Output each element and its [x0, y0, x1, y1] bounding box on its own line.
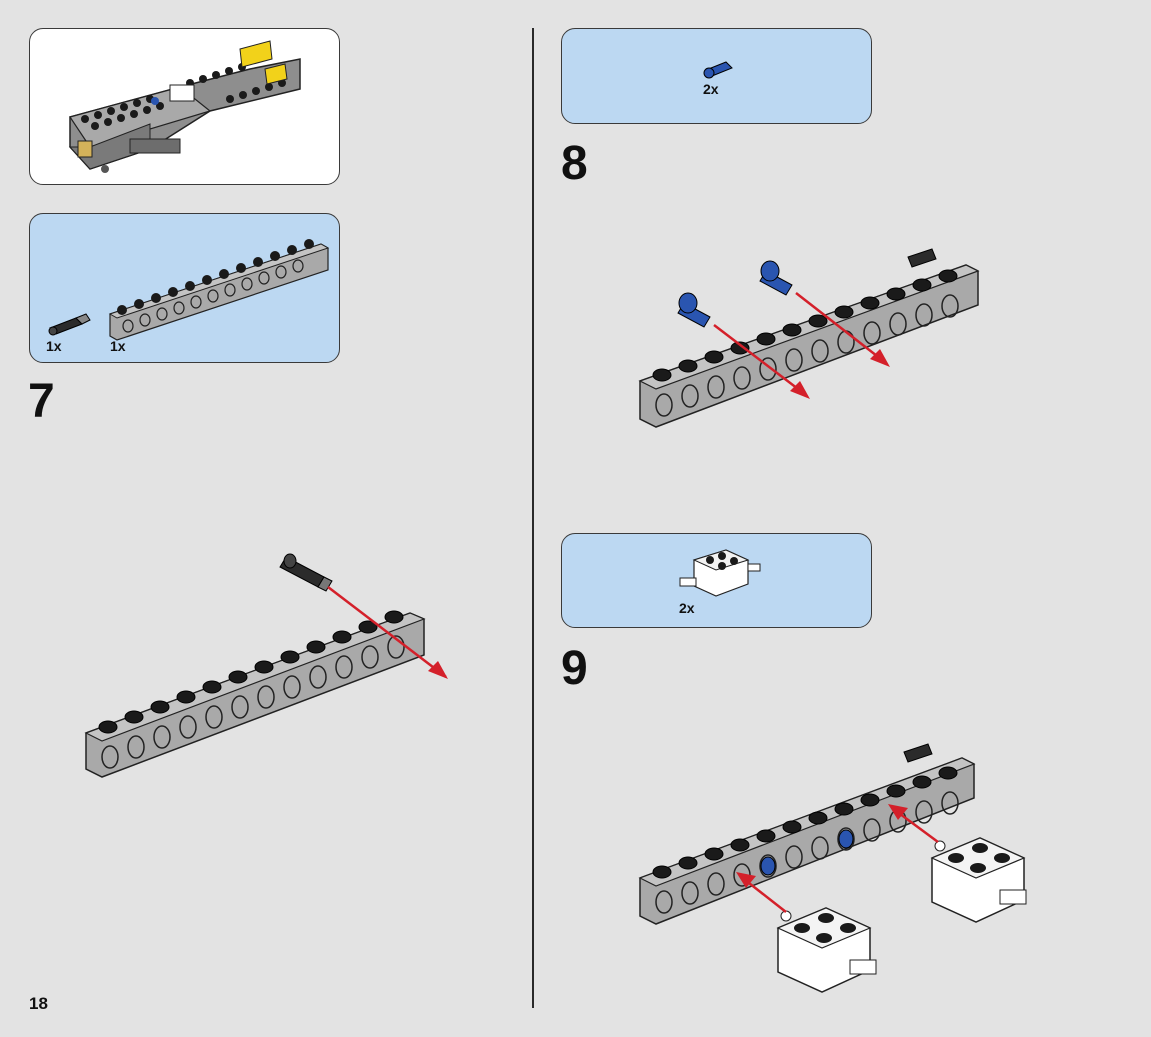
- column-divider: [532, 28, 534, 1008]
- axle-pin-part: [279, 553, 333, 592]
- technic-beam-icon: [108, 239, 330, 341]
- assembled-chassis-image: [68, 40, 301, 173]
- step-7-illustration: [84, 553, 448, 778]
- white-brick-with-pin-icon: [679, 549, 761, 597]
- part-qty-step-7-2: 1x: [110, 338, 126, 354]
- part-qty-step-7-1: 1x: [46, 338, 62, 354]
- step-9-illustration: [638, 743, 1027, 993]
- blue-pin-part-2: [759, 260, 793, 296]
- white-brick-part-2: [930, 837, 1027, 923]
- blue-pin-icon: [703, 61, 733, 79]
- parts-panel-step-7: 1x 1x: [29, 213, 340, 363]
- parts-panel-step-8: 2x: [561, 28, 872, 124]
- blue-pin-part-1: [677, 292, 711, 328]
- part-qty-step-8-1: 2x: [703, 81, 719, 97]
- result-panel: [29, 28, 340, 185]
- step-8-illustration: [638, 248, 980, 428]
- step-number-9: 9: [561, 642, 588, 695]
- axle-pin-icon: [48, 313, 91, 336]
- part-qty-step-9-1: 2x: [679, 600, 695, 616]
- parts-panel-step-9: 2x: [561, 533, 872, 628]
- step-number-7: 7: [28, 375, 55, 428]
- step-number-8: 8: [561, 137, 588, 190]
- white-brick-part-1: [776, 907, 877, 993]
- page-number: 18: [29, 994, 48, 1013]
